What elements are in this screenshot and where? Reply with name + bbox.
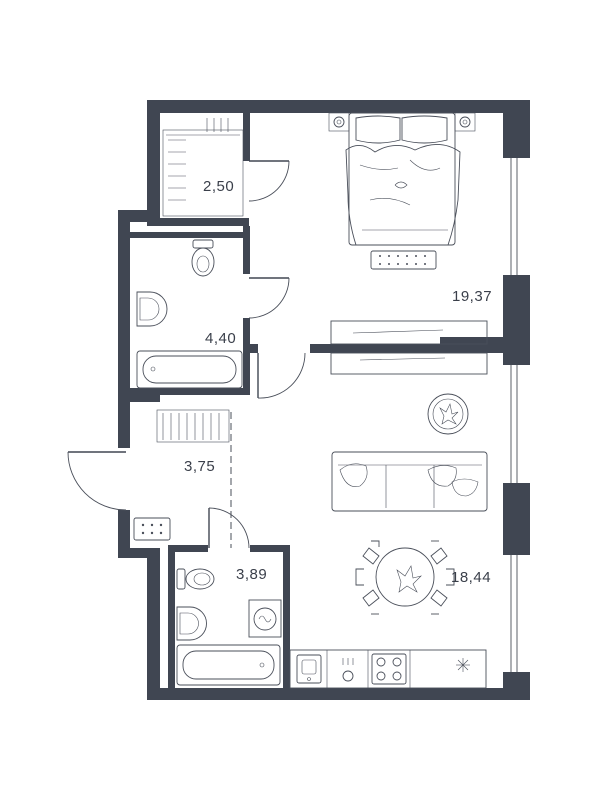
area-label-wardrobe: 2,50 [203,178,234,195]
dishwasher-icon [342,658,354,682]
sofa-icon [331,451,488,512]
cooktop-icon [371,653,407,685]
area-label-living-kitchen: 18,44 [451,569,491,586]
windows [510,158,518,672]
wardrobe-rail [162,118,244,217]
area-labels: 2,50 4,40 3,75 3,89 19,37 18,44 [184,178,492,586]
sink-icon [176,606,207,641]
tv-unit [330,352,488,375]
bathtub-icon [136,350,243,389]
hallway-fixtures [133,409,230,541]
area-label-bathroom-2: 3,89 [236,566,267,583]
bench-icon [370,250,437,270]
kitchen-sink-icon [296,654,322,684]
hallway-closet [156,409,230,443]
bathroom-2-fixtures [176,568,282,686]
plant-table-icon [427,393,469,435]
area-label-bathroom-1: 4,40 [205,330,236,347]
bedroom-closet [330,320,488,345]
nightstand-lamp-icon [328,112,350,132]
dining-set-icon [355,540,455,615]
kitchen-counter [289,649,487,689]
toilet-icon [191,239,215,277]
area-label-bedroom: 19,37 [452,288,492,305]
toilet-icon [176,568,215,590]
sink-icon [136,291,168,327]
electrical-panel-icon [133,517,171,541]
bathtub-icon [176,644,281,686]
nightstand-lamp-icon [454,112,476,132]
area-label-hallway: 3,75 [184,458,215,475]
fridge-icon [456,658,470,672]
living-furniture [289,352,488,689]
bedroom-furniture [328,112,488,345]
washing-machine-icon [248,599,282,638]
bathroom-1-fixtures [136,239,243,389]
walls [118,100,530,700]
doors [67,160,306,549]
bed-icon [345,112,461,246]
